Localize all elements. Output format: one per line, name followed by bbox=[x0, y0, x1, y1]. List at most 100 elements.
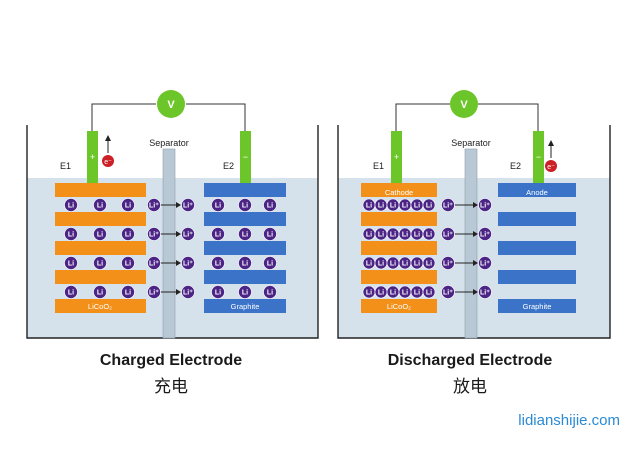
charged-anode-ion-label: Li bbox=[267, 202, 273, 209]
discharged-ion-left bbox=[441, 285, 455, 299]
discharged-terminal-negative bbox=[533, 131, 544, 183]
charged-voltmeter bbox=[157, 90, 185, 118]
discharged-cathode-ion-label: Li bbox=[390, 289, 396, 296]
charged-separator-label: Separator bbox=[149, 138, 189, 148]
charged-ion-right-label: Li⁺ bbox=[183, 260, 193, 267]
discharged-cathode-ion bbox=[422, 256, 436, 270]
charged-cathode-plate bbox=[55, 241, 146, 255]
discharged-cathode-ion-label: Li bbox=[402, 289, 408, 296]
discharged-cathode-ion bbox=[422, 285, 436, 299]
charged-anode-ion-label: Li bbox=[267, 260, 273, 267]
charged-cathode-ion-label: Li bbox=[97, 231, 103, 238]
discharged-ion-left bbox=[441, 227, 455, 241]
charged-cathode-ion bbox=[121, 227, 135, 241]
charged-anode-plate bbox=[204, 299, 286, 313]
charged-anode-ion-label: Li bbox=[215, 260, 221, 267]
charged-plus-sign: + bbox=[90, 152, 95, 162]
discharged-cathode-ion-label: Li bbox=[426, 231, 432, 238]
charged-ion-arrow-head bbox=[176, 289, 181, 295]
discharged-separator bbox=[464, 148, 478, 339]
charged-ion-arrow-head bbox=[176, 231, 181, 237]
discharged-title: Discharged Electrode bbox=[388, 352, 553, 369]
discharged-cathode-ion-label: Li bbox=[366, 231, 372, 238]
discharged-ion-right bbox=[478, 227, 492, 241]
discharged-cathode-plate bbox=[361, 212, 437, 226]
discharged-cathode-plate bbox=[361, 270, 437, 284]
discharged-title-cn: 放电 bbox=[453, 377, 487, 397]
charged-cathode-ion-label: Li bbox=[68, 231, 74, 238]
discharged-cathode-ion-label: Li bbox=[390, 260, 396, 267]
discharged-cathode-ion bbox=[422, 198, 436, 212]
discharged-anode bbox=[498, 183, 576, 313]
charged-ion-right-label: Li⁺ bbox=[183, 231, 193, 238]
discharged-wire-left bbox=[395, 103, 450, 131]
charged-anode-ion-label: Li bbox=[242, 231, 248, 238]
charged-minus-sign: − bbox=[243, 152, 248, 162]
discharged-separator-label: Separator bbox=[451, 138, 491, 148]
charged-cathode-ion bbox=[121, 198, 135, 212]
charged-cathode-plate bbox=[55, 299, 146, 313]
charged-anode-plate bbox=[204, 183, 286, 197]
charged-ion-right bbox=[181, 227, 195, 241]
discharged-cathode-ion-label: Li bbox=[414, 202, 420, 209]
discharged-ion-arrow-head bbox=[473, 260, 478, 266]
discharged-ion-right-label: Li⁺ bbox=[480, 202, 490, 209]
charged-cathode-ion-label: Li bbox=[97, 202, 103, 209]
charged-e2-label: E2 bbox=[223, 161, 234, 171]
charged-anode-plate bbox=[204, 212, 286, 226]
discharged-e2-label: E2 bbox=[510, 161, 521, 171]
discharged-anode-plate bbox=[498, 183, 576, 197]
charged-e1-label: E1 bbox=[60, 161, 71, 171]
discharged-cathode-ion-label: Li bbox=[402, 231, 408, 238]
charged-anode-ion-label: Li bbox=[215, 231, 221, 238]
charged-anode-ion bbox=[263, 198, 277, 212]
charged-electron-label: e⁻ bbox=[104, 159, 112, 166]
discharged-e1-label: E1 bbox=[373, 161, 384, 171]
discharged-cathode-top-label: Cathode bbox=[385, 188, 413, 197]
charged-anode-ion bbox=[238, 227, 252, 241]
charged-cathode-ion bbox=[93, 227, 107, 241]
charged-cathode-ion bbox=[64, 285, 78, 299]
charged-wire-right bbox=[186, 103, 246, 131]
discharged-ion-right bbox=[478, 198, 492, 212]
discharged-ion-arrow-head bbox=[473, 231, 478, 237]
charged-anode-ion bbox=[263, 285, 277, 299]
charged-ion-left-label: Li⁺ bbox=[149, 231, 159, 238]
charged-cathode-ion bbox=[93, 198, 107, 212]
charged-anode-ion bbox=[238, 285, 252, 299]
discharged-cathode-ion-label: Li bbox=[390, 231, 396, 238]
charged-ion-left bbox=[147, 198, 161, 212]
discharged-anode-label: Graphite bbox=[523, 302, 552, 311]
discharged-ion-arrow-head bbox=[473, 289, 478, 295]
charged-ion-right bbox=[181, 285, 195, 299]
discharged-minus-sign: − bbox=[536, 152, 541, 162]
discharged-cathode-ion bbox=[422, 227, 436, 241]
discharged-terminal-positive bbox=[391, 131, 402, 183]
charged-anode-label: Graphite bbox=[231, 302, 260, 311]
discharged-anode-top-label: Anode bbox=[526, 188, 548, 197]
discharged-electron-label: e⁻ bbox=[547, 164, 555, 171]
charged-cathode-ion-label: Li bbox=[68, 260, 74, 267]
discharged-cathode-ion-label: Li bbox=[366, 289, 372, 296]
discharged-cathode-ion-label: Li bbox=[426, 260, 432, 267]
charged-voltmeter-label: V bbox=[167, 99, 175, 111]
charged-cathode-label: LiCoO₂ bbox=[88, 302, 112, 311]
discharged-cathode-ion-label: Li bbox=[414, 231, 420, 238]
discharged-cathode-ion-label: Li bbox=[378, 260, 384, 267]
charged-ion-arrow-head bbox=[176, 202, 181, 208]
discharged-anode-plate bbox=[498, 212, 576, 226]
discharged-cathode-plate bbox=[361, 241, 437, 255]
charged-cathode-ion-label: Li bbox=[125, 202, 131, 209]
charged-anode-ion bbox=[211, 227, 225, 241]
charged-cathode-plate bbox=[55, 270, 146, 284]
charged-ion-right-label: Li⁺ bbox=[183, 202, 193, 209]
charged-cathode-ion bbox=[93, 285, 107, 299]
charged-anode-ion-label: Li bbox=[267, 289, 273, 296]
charged-ion-left bbox=[147, 227, 161, 241]
charged-ion-left bbox=[147, 285, 161, 299]
charged-cathode-ion-label: Li bbox=[125, 289, 131, 296]
discharged-cathode-ion-label: Li bbox=[378, 231, 384, 238]
